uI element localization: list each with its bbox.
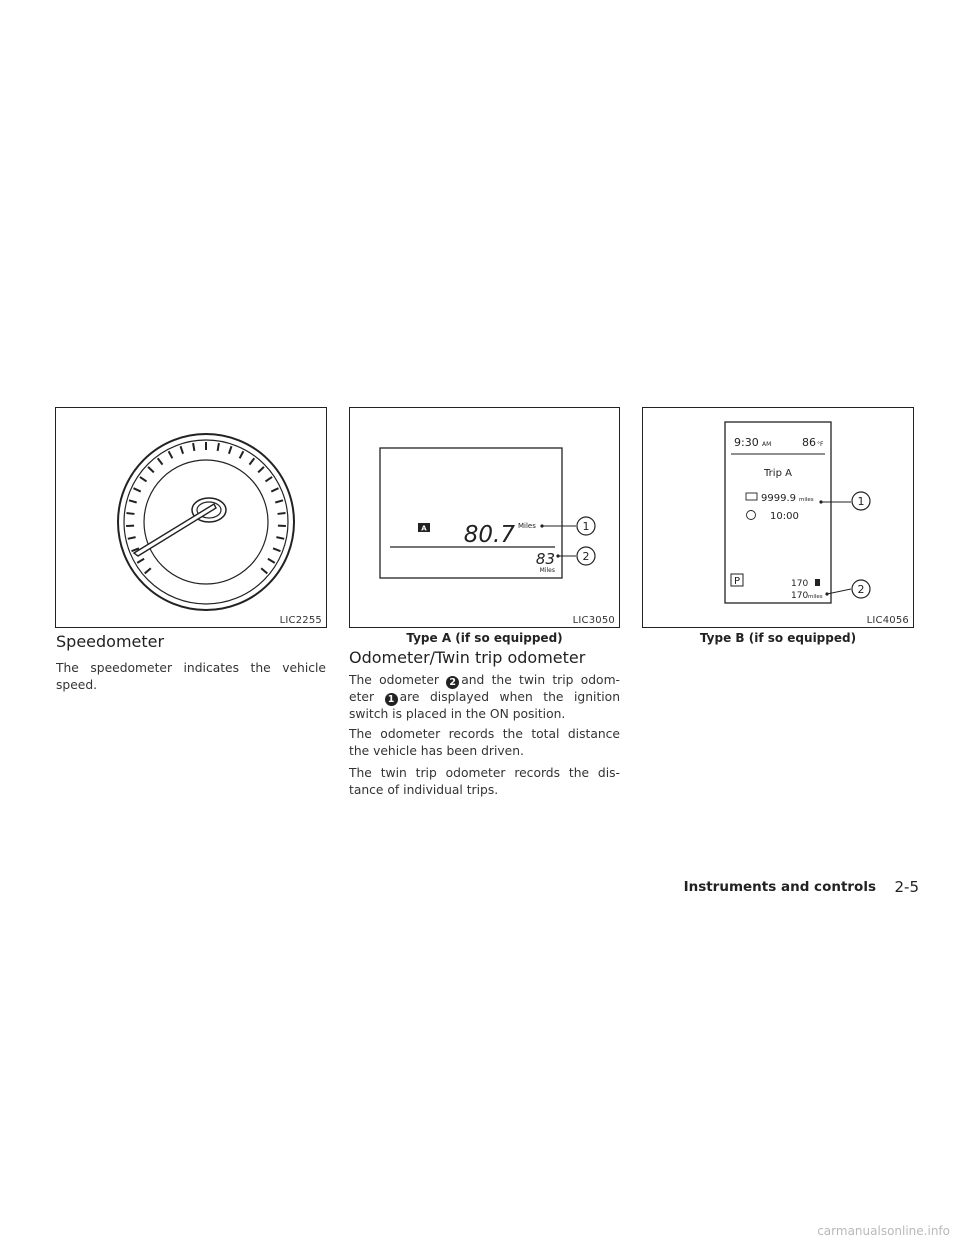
speedometer-ticks bbox=[126, 442, 286, 575]
callout-1: 1 bbox=[858, 495, 865, 508]
type-a-caption: Type A (if so equipped) bbox=[406, 631, 563, 645]
trip-indicator: A bbox=[421, 525, 427, 533]
callout-2: 2 bbox=[583, 550, 590, 563]
speedometer-tick bbox=[272, 547, 281, 553]
speedometer-tick bbox=[276, 536, 285, 540]
speedometer-tick bbox=[136, 557, 145, 564]
stopwatch-icon bbox=[746, 510, 756, 520]
speedometer-tick bbox=[192, 442, 196, 452]
speedometer-tick bbox=[133, 487, 142, 493]
clock-time: 9:30 bbox=[734, 436, 759, 449]
speedometer-illustration bbox=[117, 433, 295, 611]
figure-code: LIC2255 bbox=[279, 615, 322, 626]
odometer-unit: miles bbox=[808, 594, 823, 600]
speedometer-tick bbox=[257, 466, 265, 474]
elapsed-time: 10:00 bbox=[770, 511, 799, 522]
figure-code: LIC3050 bbox=[572, 615, 615, 626]
figure-code: LIC4056 bbox=[866, 615, 909, 626]
type-b-display-illustration: 9:30 AM 86 °F Trip A 9999.9 miles 10:00 … bbox=[724, 421, 871, 604]
gear-box bbox=[730, 573, 744, 587]
temp-unit: °F bbox=[817, 441, 824, 448]
speedometer-tick bbox=[127, 536, 136, 540]
speedometer-tick bbox=[248, 457, 256, 466]
callout-1-ref: 1 bbox=[384, 693, 398, 706]
watermark: carmanualsonline.info bbox=[817, 1224, 950, 1238]
odometer-text-a: The odometer bbox=[349, 673, 439, 687]
speedometer-figure: LIC2255 bbox=[55, 407, 327, 628]
speedometer-tick bbox=[139, 476, 148, 483]
odometer-unit: Miles bbox=[540, 567, 555, 574]
page-footer: Instruments and controls 2-5 bbox=[0, 878, 960, 899]
speedometer-tick bbox=[264, 476, 273, 483]
type-b-caption: Type B (if so equipped) bbox=[699, 631, 857, 645]
callout-1: 1 bbox=[583, 520, 590, 533]
speedometer-heading: Speedometer bbox=[56, 632, 165, 651]
odometer-paragraph-2: The odometer records the total distance … bbox=[349, 727, 620, 758]
speedometer-tick bbox=[216, 442, 220, 452]
speedometer-tick bbox=[156, 457, 164, 466]
speedometer-tick bbox=[238, 450, 245, 459]
speedometer-tick bbox=[275, 499, 284, 504]
odometer-text-b: and the twin trip odom-eter bbox=[349, 673, 620, 704]
fuel-icon bbox=[815, 579, 820, 586]
trip-unit: miles bbox=[799, 497, 814, 503]
clock-ampm: AM bbox=[762, 441, 771, 448]
odometer-icon bbox=[745, 492, 758, 501]
gear-position: P bbox=[734, 576, 740, 587]
odometer-paragraph-3: The twin trip odometer records the dis-t… bbox=[349, 766, 620, 797]
footer-section-title: Instruments and controls bbox=[683, 879, 876, 895]
speedometer-tick bbox=[260, 567, 268, 575]
odometer-type-b-figure: 9:30 AM 86 °F Trip A 9999.9 miles 10:00 … bbox=[642, 407, 914, 628]
speedometer-tick bbox=[270, 487, 279, 493]
odometer-type-a-figure: A 80.7 Miles 83 Miles 1 2 LIC3050 bbox=[349, 407, 620, 628]
speedometer-tick bbox=[267, 557, 276, 564]
odometer-heading: Odometer/Twin trip odometer bbox=[349, 648, 586, 667]
odometer-text-c: are displayed when the ignition switch i… bbox=[349, 690, 620, 721]
range-value: 170 bbox=[791, 579, 808, 589]
callout-2: 2 bbox=[858, 583, 865, 596]
speedometer-tick bbox=[147, 466, 155, 474]
speedometer-tick bbox=[144, 567, 152, 575]
speedometer-tick bbox=[128, 499, 137, 504]
outside-temp: 86 bbox=[802, 436, 816, 449]
trip-value: 9999.9 bbox=[761, 493, 796, 504]
callout-2-ref: 2 bbox=[446, 676, 460, 689]
odometer-value: 170 bbox=[791, 591, 808, 601]
speedometer-tick bbox=[167, 450, 174, 459]
speedometer-tick bbox=[179, 445, 185, 455]
speedometer-tick bbox=[227, 445, 233, 455]
type-a-display-illustration: A 80.7 Miles 83 Miles 1 2 bbox=[379, 447, 596, 579]
speedometer-text: The speedometer indicates the vehicle sp… bbox=[56, 661, 326, 692]
trip-value: 80.7 bbox=[464, 522, 516, 548]
trip-unit: Miles bbox=[518, 522, 536, 530]
page-number: 2-5 bbox=[894, 878, 920, 896]
speedometer-tick bbox=[126, 512, 135, 515]
trip-label: Trip A bbox=[763, 468, 792, 479]
speedometer-tick bbox=[277, 512, 286, 515]
odometer-value: 83 bbox=[536, 550, 555, 568]
speedometer-tick bbox=[131, 547, 140, 553]
